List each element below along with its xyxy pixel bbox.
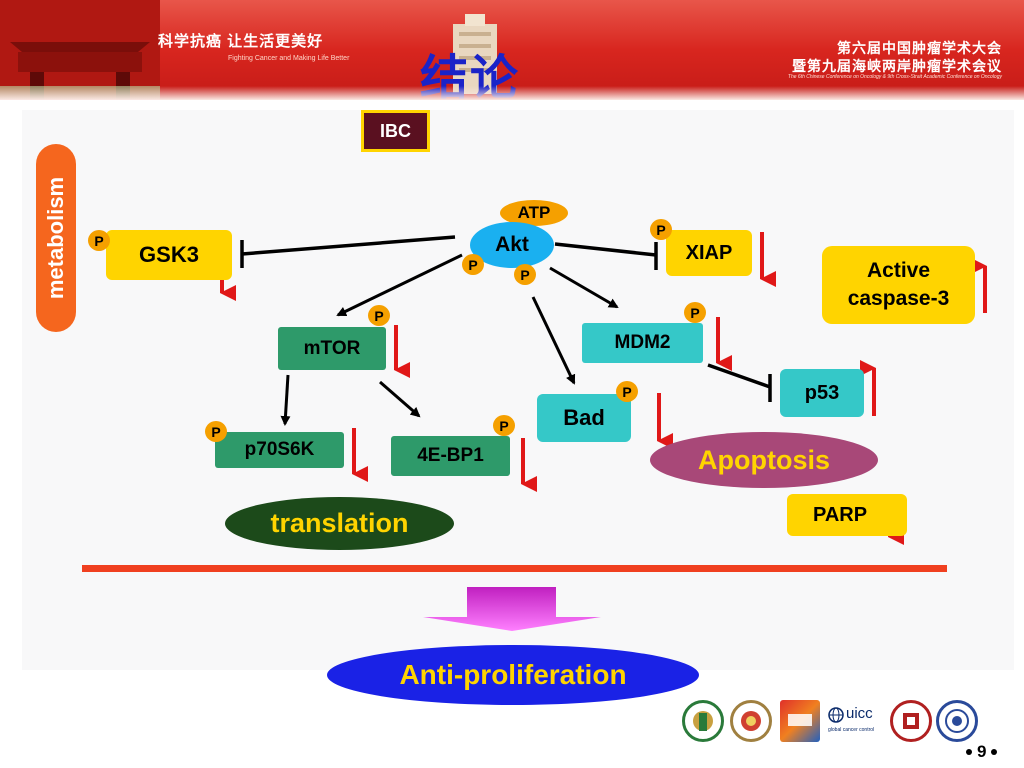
- divider-line: [82, 565, 947, 572]
- akt-oval: Akt: [470, 222, 554, 268]
- banner-fade: [0, 86, 1024, 100]
- xiap-box: XIAP: [666, 230, 752, 276]
- 4ebp1-box: 4E-BP1: [391, 436, 510, 476]
- bullet-right: [991, 749, 998, 755]
- uicc-subtext: global cancer control: [828, 727, 875, 733]
- inhibition-mdm2-p53: [707, 363, 772, 402]
- uicc-text: uicc: [846, 705, 873, 722]
- 4ebp1-phospho: P: [493, 415, 515, 436]
- parp-box: PARP: [787, 494, 907, 536]
- p70s6k-box: p70S6K: [215, 432, 344, 468]
- seal-logo-2: [730, 700, 772, 742]
- globe-icon: [828, 707, 844, 723]
- conference-name-line2: 暨第九届海峡两岸肿瘤学术会议: [792, 58, 1002, 74]
- uicc-logo: uicc global cancer control: [828, 705, 890, 739]
- p53-box: p53: [780, 369, 864, 417]
- page-number-value: 9: [977, 742, 987, 761]
- arrow-mtor-4ebp1: [379, 380, 421, 418]
- seal-logo-5: [890, 700, 932, 742]
- inhibition-akt-xiap: [554, 242, 658, 270]
- mtor-phospho: P: [368, 305, 390, 326]
- mtor-box: mTOR: [278, 327, 386, 370]
- apoptosis-oval: Apoptosis: [650, 432, 878, 488]
- cacr-logo: [780, 700, 820, 742]
- page-number: 9: [966, 742, 998, 762]
- p70s6k-phospho: P: [205, 421, 227, 442]
- seal-5-icon: [903, 713, 919, 729]
- seal-1-icon: [693, 711, 713, 731]
- arrow-akt-mdm2: [549, 266, 619, 309]
- conference-name-line1: 第六届中国肿瘤学术大会: [837, 40, 1002, 56]
- header-banner: 科学抗癌 让生活更美好 Fighting Cancer and Making L…: [0, 0, 1024, 100]
- seal-logo-1: [682, 700, 724, 742]
- bad-phospho: P: [616, 381, 638, 402]
- atp-oval: ATP: [500, 200, 568, 226]
- seal-6-icon: [945, 709, 969, 733]
- anti-proliferation-oval: Anti-proliferation: [327, 645, 699, 705]
- cacr-icon: [788, 714, 812, 726]
- metabolism-label: metabolism: [43, 176, 69, 300]
- xiap-phospho: P: [650, 219, 672, 240]
- slogan-chinese: 科学抗癌 让生活更美好: [158, 33, 324, 50]
- arrow-mtor-p70s6k: [280, 374, 291, 426]
- slogan-english: Fighting Cancer and Making Life Better: [228, 55, 350, 62]
- arrow-akt-mtor: [336, 253, 463, 317]
- mdm2-box: MDM2: [582, 323, 703, 363]
- bullet-left: [966, 749, 972, 755]
- gsk3-box: GSK3: [106, 230, 232, 280]
- hospital-building-logo: [453, 14, 497, 94]
- inhibition-akt-gsk3: [240, 235, 456, 268]
- translation-oval: translation: [225, 497, 454, 550]
- metabolism-oval: metabolism: [36, 144, 76, 332]
- result-arrow: [423, 587, 601, 631]
- akt-phospho-1: P: [462, 254, 484, 275]
- arrow-akt-bad: [531, 296, 576, 385]
- ibc-label: IBC: [361, 110, 430, 152]
- active-caspase-box: Active caspase-3: [822, 246, 975, 324]
- seal-2-icon: [741, 711, 761, 731]
- seal-logo-6: [936, 700, 978, 742]
- bad-box: Bad: [537, 394, 631, 442]
- gsk3-phospho: P: [88, 230, 110, 251]
- mdm2-phospho: P: [684, 302, 706, 323]
- conference-name-english: The 6th Chinese Conference on Oncology &…: [787, 74, 1002, 80]
- akt-phospho-2: P: [514, 264, 536, 285]
